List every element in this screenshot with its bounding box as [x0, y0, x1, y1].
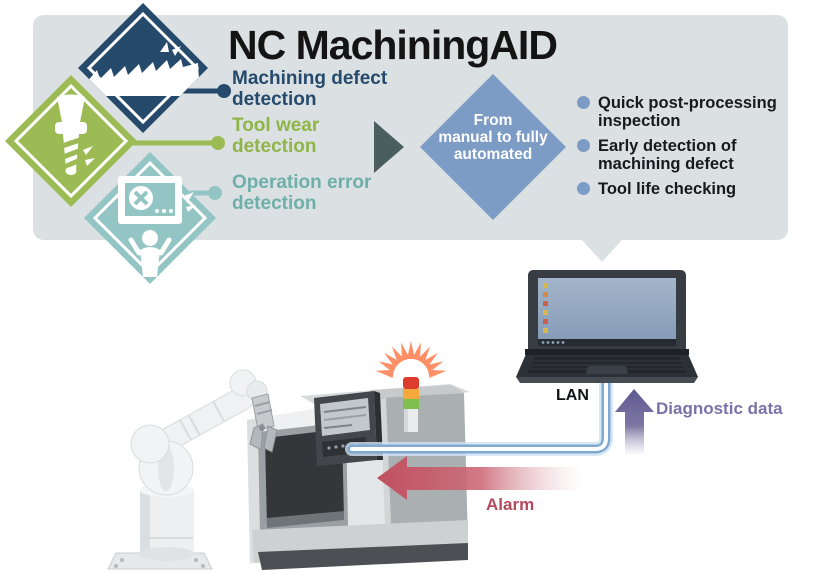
benefit-text: Quick post-processing inspection — [598, 94, 777, 131]
benefit-item: Quick post-processing inspection — [577, 94, 809, 131]
benefit-item: Early detection of machining defect — [577, 137, 809, 174]
feature-tool-wear: Tool wear detection — [232, 115, 320, 157]
lan-cable — [345, 373, 613, 456]
alarm-stack-light — [375, 341, 447, 432]
transform-diamond — [420, 74, 566, 220]
bullet-icon — [577, 96, 590, 109]
diagnostic-data-label: Diagnostic data — [656, 399, 783, 418]
desktop-icons — [543, 283, 548, 333]
cnc-machine-illustration — [247, 384, 470, 570]
milling-cutter-icon — [86, 42, 200, 96]
robot-gripper — [249, 393, 278, 453]
bullet-icon — [577, 138, 590, 152]
benefit-list: Quick post-processing inspection Early d… — [577, 94, 809, 204]
feature-machining-defect: Machining defect detection — [232, 68, 388, 110]
transform-line-3: automated — [453, 146, 533, 163]
diagnostic-data-arrow — [615, 389, 654, 455]
laptop-screen — [538, 278, 676, 346]
monitor-error-icon — [118, 176, 196, 277]
tool-wear-diamond — [5, 75, 137, 207]
taskbar — [538, 339, 676, 346]
end-mill-tool-icon — [55, 94, 95, 175]
laptop-illustration — [516, 270, 698, 383]
benefit-text: Tool life checking — [598, 179, 737, 198]
right-arrow-icon — [374, 121, 404, 173]
page-title: NC MachiningAID — [228, 22, 558, 68]
benefit-text: Early detection of machining defect — [598, 136, 737, 174]
transform-diamond-text: From manual to fully automated — [416, 112, 570, 163]
alarm-label: Alarm — [486, 495, 535, 514]
feature-operation-error: Operation error detection — [232, 172, 372, 214]
lan-label: LAN — [556, 387, 589, 404]
machining-defect-diamond — [78, 3, 208, 133]
robot-arm-illustration — [107, 369, 278, 570]
bullet-icon — [577, 181, 590, 195]
benefit-item: Tool life checking — [577, 180, 809, 198]
transform-line-1: From — [473, 112, 513, 129]
alarm-arrow — [377, 456, 580, 500]
transform-line-2: manual to fully — [438, 129, 548, 146]
operation-error-diamond — [84, 152, 216, 284]
alarm-rays — [375, 341, 447, 378]
info-panel — [33, 15, 788, 262]
